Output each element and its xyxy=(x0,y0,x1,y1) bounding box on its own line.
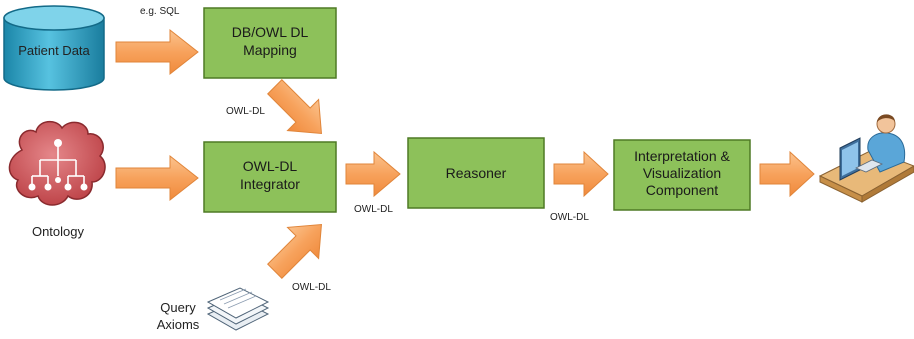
reasoner-box-line1: Reasoner xyxy=(446,165,507,181)
reasoner-box xyxy=(407,137,545,209)
arrow-patient-to-mapping xyxy=(115,28,199,76)
arrow-query-to-integrator xyxy=(267,223,323,279)
ontology-label: Ontology xyxy=(32,224,85,239)
arrow-integrator-to-reasoner xyxy=(345,150,401,198)
arrow-mapping-to-integrator xyxy=(267,79,323,135)
integrator-box-line2: Integrator xyxy=(240,176,300,192)
eg-sql-label: e.g. SQL xyxy=(140,6,180,17)
owl-dl-query-label: OWL-DL xyxy=(292,282,331,293)
arrow-reasoner-to-interpretation xyxy=(553,150,609,198)
arrow-ontology-to-integrator xyxy=(115,154,199,202)
patient-data-label: Patient Data xyxy=(18,43,90,58)
user-at-computer-icon xyxy=(818,114,914,203)
integrator-box xyxy=(203,141,337,213)
integrator-box-line1: OWL-DL xyxy=(243,158,298,174)
axioms-label: Axioms xyxy=(157,317,200,332)
arrow-interpretation-to-user xyxy=(759,150,815,198)
interpretation-box xyxy=(613,139,751,211)
interpretation-box-line2: Visualization xyxy=(643,165,721,181)
document-stack-icon xyxy=(206,287,270,331)
mapping-box-line1: DB/OWL DL xyxy=(232,24,309,40)
owl-dl-integrator-label: OWL-DL xyxy=(354,204,393,215)
mapping-box xyxy=(203,7,337,79)
owl-dl-mapping-label: OWL-DL xyxy=(226,106,265,117)
query-label: Query xyxy=(160,300,196,315)
ontology-tree-icon xyxy=(8,120,106,206)
mapping-box-line2: Mapping xyxy=(243,42,297,58)
interpretation-box-line1: Interpretation & xyxy=(634,148,730,164)
database-cylinder-icon xyxy=(3,5,105,91)
interpretation-box-line3: Component xyxy=(646,182,718,198)
owl-dl-reasoner-label: OWL-DL xyxy=(550,212,589,223)
